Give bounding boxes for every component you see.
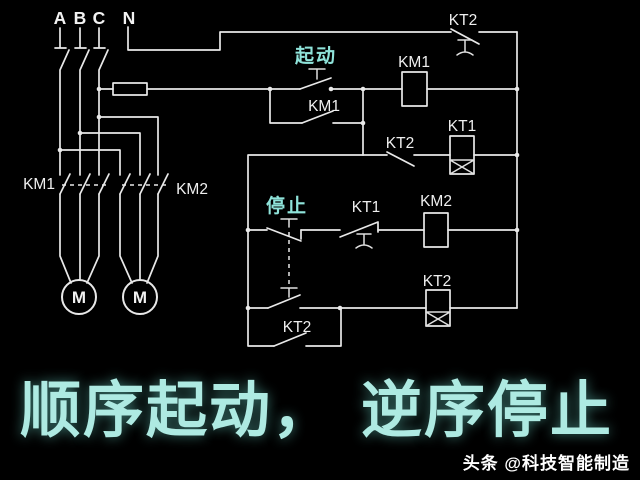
phase-b-label: B [74,8,87,28]
neutral-line [127,26,452,51]
kt1-coil-symbol [449,135,518,175]
caption-part1: 顺序起动， [20,375,336,446]
phase-n-label: N [123,8,136,28]
km2-main-label: KM2 [176,181,208,198]
kt2-hold-label: KT2 [283,319,311,336]
phase-a-label: A [54,8,67,28]
km1-main-label: KM1 [23,176,55,193]
km2-coil-label: KM2 [420,193,452,210]
stop-button-label: 停止 [266,194,308,217]
kt2-coil-label: KT2 [423,273,451,290]
start-button-contact [299,68,403,90]
motor1-symbol: M [61,279,97,315]
kt2-nc-label: KT2 [386,135,414,152]
left-control-rail [247,154,364,309]
kt2-top-label: KT2 [449,12,477,29]
caption-banner: 顺序起动， 逆序停止 [0,375,640,446]
kt2-top-delay-contact [450,28,518,56]
km1-hold-label: KM1 [308,98,340,115]
km1-main-contacts [59,173,110,195]
fuse-symbol [98,82,301,96]
km1-coil-symbol [401,71,518,107]
stop-button-contact [247,218,341,242]
kt2-coil-symbol [425,289,518,327]
km2-branch-taps [59,116,159,176]
motor2-symbol: M [122,279,158,315]
caption-part2: 逆序停止 [361,375,614,446]
motor1-label: M [72,288,86,307]
motor1-feeders [59,193,100,284]
kt1-delay-contact [339,221,425,249]
km1-coil-label: KM1 [398,54,430,71]
phase-b-line [74,27,90,176]
start-button-label: 起动 [294,45,337,67]
kt2-nc-contact [362,151,451,167]
phase-c-line [93,27,109,176]
kt2-hold-contact [247,307,342,347]
phase-c-label: C [93,8,106,28]
km2-main-contacts [119,173,169,195]
kt1-coil-label: KT1 [448,118,476,135]
phase-a-line [54,27,70,176]
junction-dots [57,86,520,311]
watermark-text: 头条 @科技智能制造 [462,454,630,473]
kt1-delay-label: KT1 [352,199,380,216]
motor2-label: M [133,288,147,307]
stop-linked-no-contact [247,287,427,309]
km2-coil-symbol [423,212,518,248]
motor2-feeders [119,193,159,284]
